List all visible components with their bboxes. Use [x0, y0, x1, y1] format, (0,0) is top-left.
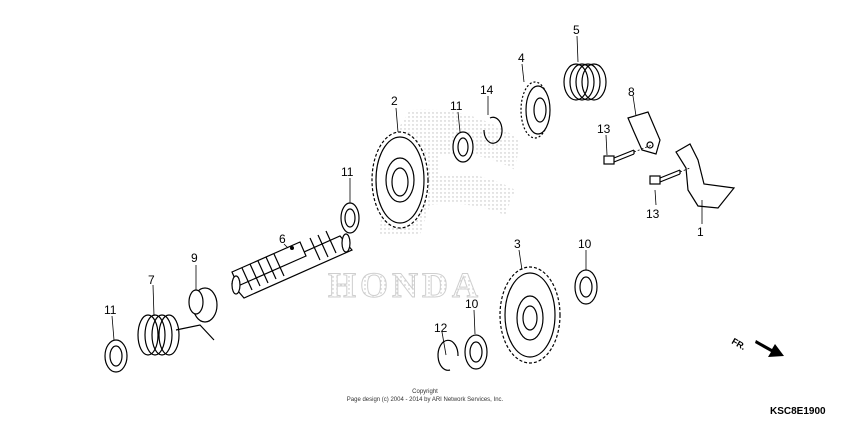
leader-lines — [111, 35, 703, 356]
part-1-bracket[interactable] — [675, 143, 736, 209]
front-arrow-icon — [755, 340, 784, 357]
honda-wordmark: HONDA — [328, 265, 482, 305]
part-3-gear[interactable] — [499, 266, 561, 364]
part-13-bolt-a[interactable] — [603, 144, 653, 165]
callout-6: 6 — [279, 232, 286, 246]
callout-1: 1 — [697, 225, 704, 239]
part-5-spring[interactable] — [563, 63, 607, 101]
callout-5: 5 — [573, 23, 580, 37]
part-4-ratchet[interactable] — [520, 81, 551, 139]
callout-11-b: 11 — [341, 165, 354, 179]
callout-11-c: 11 — [450, 99, 463, 113]
callout-14: 14 — [480, 83, 494, 97]
callout-4: 4 — [518, 51, 525, 65]
callout-13-b: 13 — [646, 207, 660, 221]
part-10-washer-b[interactable] — [574, 269, 598, 305]
callout-7: 7 — [148, 273, 155, 287]
front-direction-indicator: FR. — [730, 336, 784, 357]
part-11-washer-b[interactable] — [340, 202, 360, 234]
part-13-bolt-b[interactable] — [649, 167, 691, 185]
callout-3: 3 — [514, 237, 521, 251]
part-11-washer-c[interactable] — [452, 131, 474, 163]
copyright-block: Copyright Page design (c) 2004 - 2014 by… — [347, 389, 504, 403]
part-11-washer-a[interactable] — [104, 339, 128, 373]
part-7-spring[interactable] — [137, 314, 215, 356]
callout-2: 2 — [391, 94, 398, 108]
part-10-washer-a[interactable] — [464, 334, 488, 370]
part-8-plate[interactable] — [627, 111, 661, 155]
callout-11-a: 11 — [104, 303, 117, 317]
diagram-code: KSC8E1900 — [770, 406, 826, 417]
callout-10-a: 10 — [465, 297, 479, 311]
part-6-shaft[interactable] — [231, 230, 353, 299]
callout-13-a: 13 — [597, 122, 611, 136]
callout-labels: 1 2 3 4 5 6 7 8 9 10 10 11 11 11 12 13 1… — [104, 23, 704, 335]
callout-10-b: 10 — [578, 237, 592, 251]
front-label: FR. — [730, 336, 748, 352]
part-14-circlip[interactable] — [483, 116, 503, 144]
callout-12: 12 — [434, 321, 448, 335]
part-9-collar[interactable] — [188, 287, 218, 323]
callout-8: 8 — [628, 85, 635, 99]
copyright-text: Page design (c) 2004 - 2014 by ARI Netwo… — [347, 397, 504, 403]
part-2-gear[interactable] — [371, 131, 429, 229]
callout-9: 9 — [191, 251, 198, 265]
part-12-circlip[interactable] — [437, 339, 459, 371]
copyright-title: Copyright — [412, 389, 438, 395]
